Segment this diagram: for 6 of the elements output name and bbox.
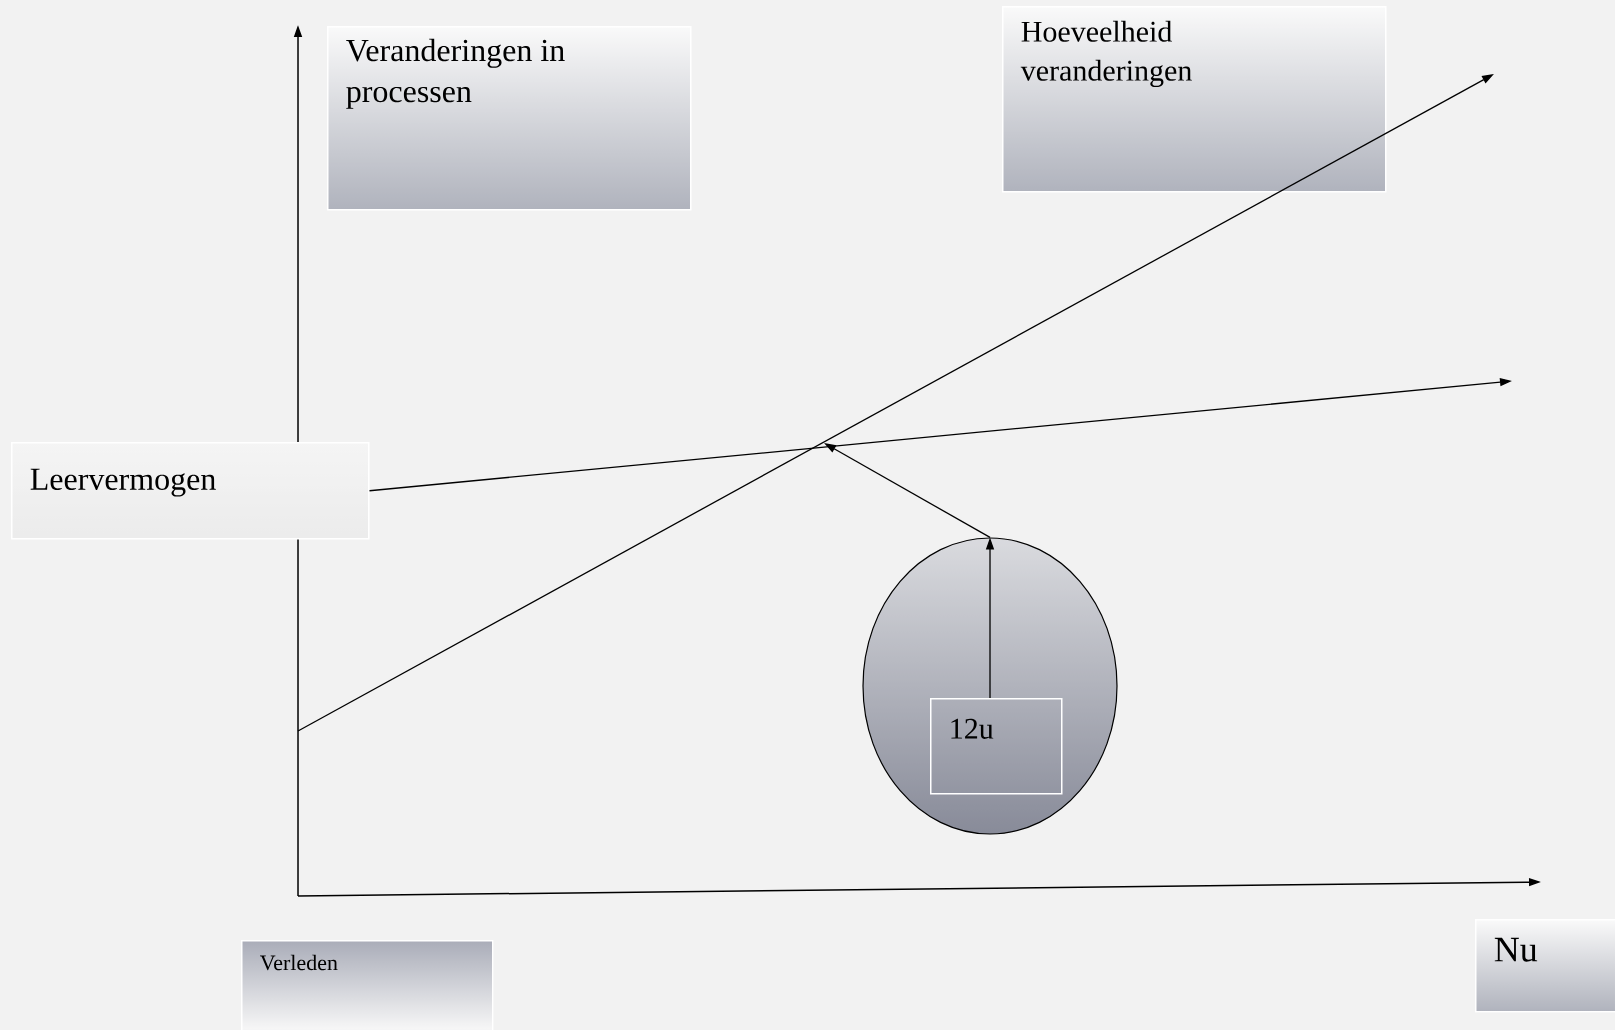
text-box: Nu [1475,919,1615,1013]
text-box: Leervermogen [11,442,370,540]
text-box: Hoeveelheid veranderingen [1002,6,1387,193]
text-box: Veranderingen in processen [327,26,692,211]
text-box: Verleden [241,940,494,1030]
text-box: 12u [930,698,1063,795]
